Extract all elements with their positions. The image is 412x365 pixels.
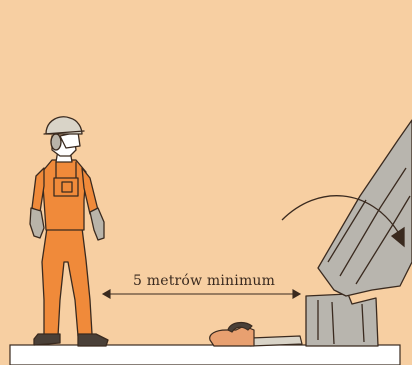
worker-left-boot: [34, 334, 60, 345]
worker-torso: [42, 160, 86, 230]
ground-strip: [10, 345, 400, 365]
chainsaw-bar: [250, 336, 302, 346]
distance-label: 5 metrów minimum: [133, 273, 303, 289]
tree-stump: [306, 294, 378, 346]
